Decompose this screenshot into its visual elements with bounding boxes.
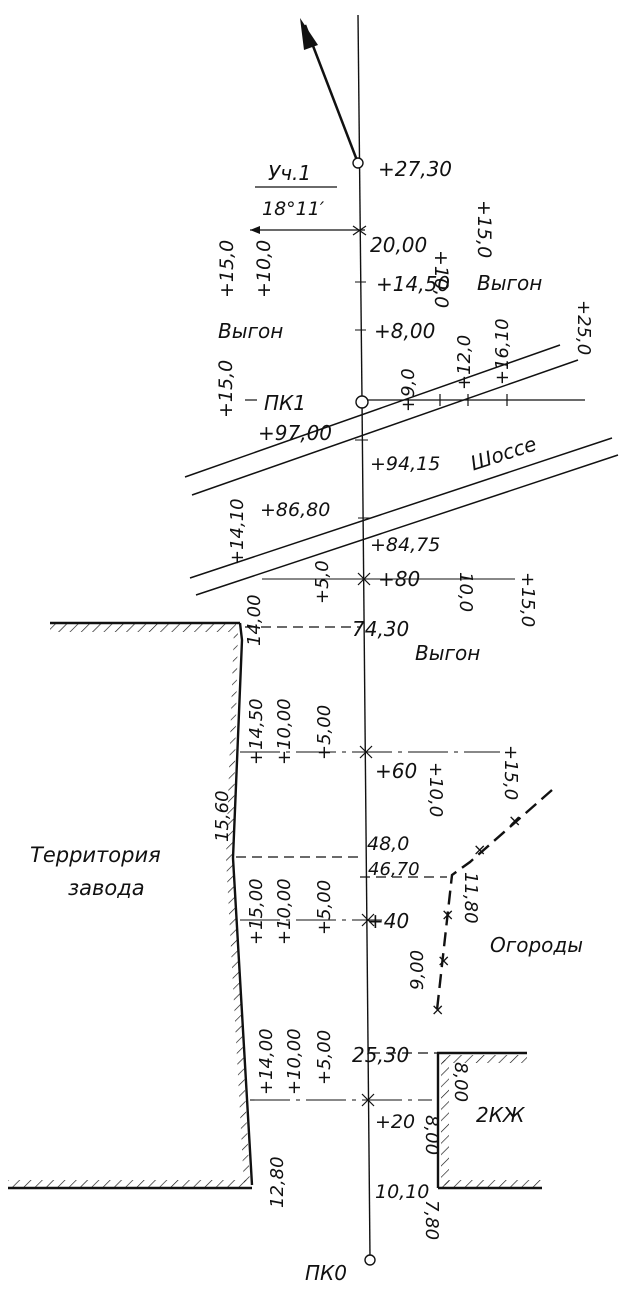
chainage-pk0: ПК0 (305, 1261, 347, 1285)
offset-40-left-15: +15,00 (246, 878, 267, 945)
highway-edge-4 (195, 454, 619, 596)
cross-line-top-b (352, 225, 367, 236)
area-vygon-1: Выгон (477, 271, 542, 295)
garden-fence: × × × × × (431, 789, 553, 1019)
chainage-94-15: +94,15 (370, 453, 440, 475)
offset-20-left-5: +5,00 (314, 1030, 335, 1085)
chainage-10-10: 10,10 (375, 1181, 429, 1203)
chainage-60: +60 (375, 759, 417, 783)
offset-left-10: +10,0 (253, 240, 275, 298)
fence-length-11-80: 11,80 (460, 872, 481, 924)
offset-80-left-5: +5,0 (312, 560, 333, 604)
station-point-pk1 (355, 395, 369, 409)
chainage-84-75: +84,75 (370, 534, 440, 556)
offset-60-right-15: +15,0 (500, 745, 521, 800)
offset-pk1-right-16: +16,10 (492, 318, 513, 385)
svg-text:×: × (437, 951, 450, 970)
section-bearing-arrow-icon (250, 226, 365, 234)
area-vygon-3: Выгон (415, 641, 480, 665)
chainage-20: +20 (375, 1111, 415, 1133)
chainage-86-80: +86,80 (260, 499, 330, 521)
factory-boundary (8, 621, 254, 1190)
cross-60-x2 (359, 745, 373, 759)
offset-pk1-left-15: +15,0 (215, 360, 237, 418)
offset-80-right-10: 10,0 (455, 572, 476, 612)
offset-right-15: +15,0 (473, 200, 495, 258)
cross-80-x2 (357, 572, 371, 586)
factory-length-15-60: 15,60 (212, 790, 233, 842)
offset-80-right-15: +15,0 (517, 572, 538, 627)
chainage-pk1: ПК1 (264, 391, 306, 415)
offset-shosse-left-14: +14,10 (227, 498, 248, 565)
highway-edge-2 (191, 359, 579, 496)
fence-length-9-00: 9,00 (407, 950, 428, 990)
offset-74-left-14: 14,00 (244, 594, 265, 646)
chainage-8-00: +8,00 (374, 319, 435, 343)
chainage-27-30: +27,30 (378, 157, 452, 181)
highway-edge-3 (189, 437, 613, 579)
building-length-8-00-b: 8,00 (421, 1115, 442, 1155)
building-length-8-00-a: 8,00 (450, 1062, 471, 1102)
building-2kzh (436, 1051, 542, 1190)
offset-60-left-14-50: +14,50 (246, 698, 267, 765)
offset-60-right-10: +10,0 (425, 762, 446, 817)
cross-40-x2 (361, 913, 375, 927)
chainage-20-00: 20,00 (370, 233, 427, 257)
area-2kzh: 2КЖ (476, 1103, 526, 1127)
area-vygon-2: Выгон (218, 319, 283, 343)
area-shosse: Шоссе (467, 432, 539, 476)
offset-40-left-5: +5,00 (314, 880, 335, 935)
chainage-40: +40 (367, 909, 409, 933)
chainage-48-0: 48,0 (367, 833, 409, 855)
offset-right-10: +10,0 (430, 250, 452, 308)
area-territory-line1: Территория (30, 843, 161, 867)
route-axis-bottom (361, 399, 371, 1259)
direction-arrow-icon (300, 18, 360, 164)
area-ogorody: Огороды (490, 933, 583, 957)
offset-left-15: +15,0 (216, 240, 238, 298)
route-axis-top (357, 14, 363, 401)
section-angle: 18°11′ (262, 198, 325, 220)
station-point-top (352, 157, 364, 169)
svg-text:×: × (473, 840, 486, 859)
offset-40-left-10: +10,00 (274, 878, 295, 945)
area-territory-line2: завода (68, 876, 145, 900)
chainage-97-00: +97,00 (258, 421, 332, 445)
factory-length-12-80: 12,80 (267, 1156, 288, 1208)
chainage-14-50: +14,50 (376, 272, 450, 296)
chainage-25-30: 25,30 (352, 1043, 409, 1067)
offset-pk1-right-9: +9,0 (398, 368, 419, 412)
offset-60-left-5: +5,00 (314, 705, 335, 760)
svg-text:×: × (431, 1000, 444, 1019)
offset-pk1-right-25: +25,0 (573, 300, 594, 355)
chainage-80: +80 (378, 567, 420, 591)
chainage-74-30: 74,30 (352, 617, 409, 641)
chainage-46-70: 46,70 (368, 859, 420, 880)
offset-20-left-10: +10,00 (284, 1028, 305, 1095)
svg-text:×: × (441, 905, 454, 924)
building-length-7-80: 7,80 (421, 1200, 442, 1240)
section-name: Уч.1 (268, 161, 311, 185)
highway-edge-1 (184, 344, 561, 478)
offset-20-left-14: +14,00 (256, 1028, 277, 1095)
station-point-pk0 (364, 1254, 376, 1266)
offset-60-left-10: +10,00 (274, 698, 295, 765)
cross-20-x2 (361, 1093, 375, 1107)
svg-text:×: × (508, 811, 521, 830)
